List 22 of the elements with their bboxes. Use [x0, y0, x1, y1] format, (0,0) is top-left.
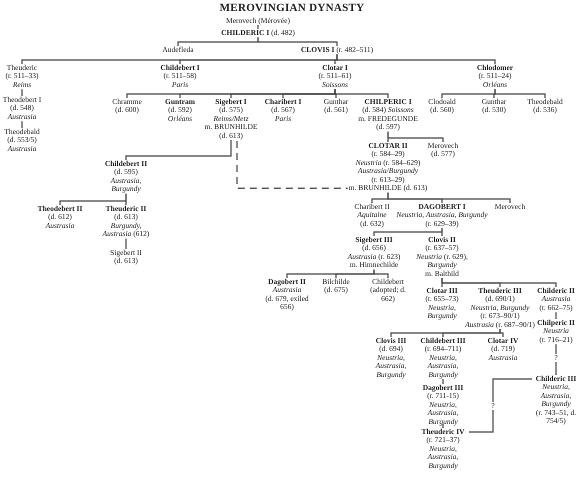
- family-line: [555, 312, 557, 319]
- family-line: [125, 194, 127, 205]
- family-line: [125, 140, 232, 160]
- diagram-title: MEROVINGIAN DYNASTY: [218, 2, 366, 14]
- family-line: [442, 379, 444, 384]
- family-line: [257, 24, 259, 29]
- family-line: [387, 132, 444, 142]
- family-line: [499, 329, 504, 337]
- family-line: [334, 89, 389, 98]
- family-line: [373, 270, 389, 278]
- family-line: [387, 192, 511, 203]
- family-line: [125, 238, 127, 249]
- family-line: [494, 89, 546, 98]
- family-line: [441, 278, 557, 287]
- family-line: [469, 378, 532, 433]
- family-line: [21, 121, 23, 128]
- family-line: [257, 37, 338, 46]
- family-line: [336, 54, 496, 64]
- family-line: [442, 423, 444, 428]
- dashed-connector: [236, 141, 348, 189]
- family-line: [21, 89, 23, 96]
- family-line: [441, 228, 443, 236]
